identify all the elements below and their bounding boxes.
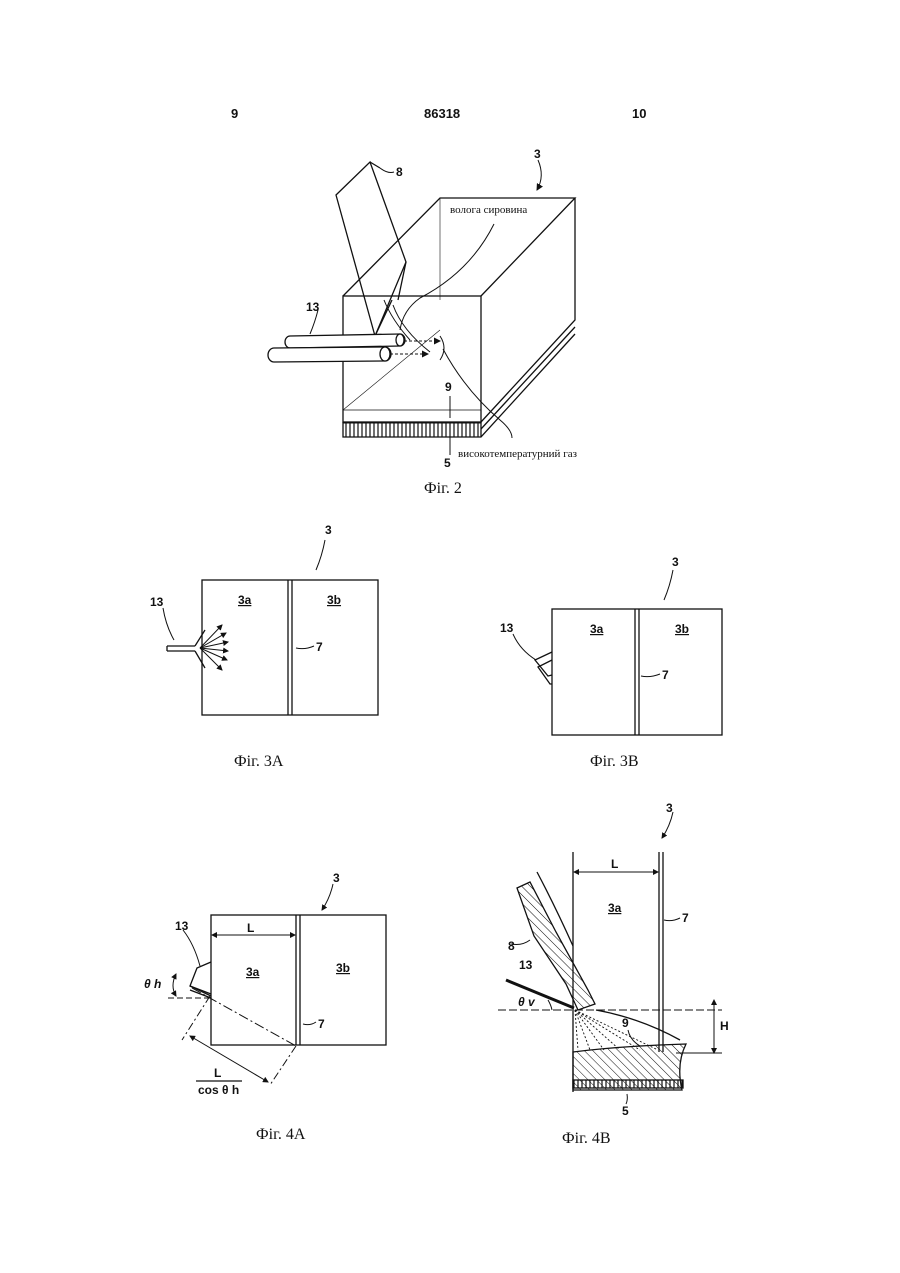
page-number-right: 10 bbox=[632, 106, 646, 121]
furnace-plan bbox=[202, 580, 378, 715]
label-13: 13 bbox=[519, 958, 533, 972]
label-7: 7 bbox=[316, 640, 323, 654]
dim-L: L bbox=[611, 857, 618, 871]
angle-theta-h: θ h bbox=[144, 977, 161, 991]
caption-fig3a: Фіг. 3A bbox=[234, 753, 284, 770]
caption-fig3b: Фіг. 3B bbox=[590, 753, 639, 770]
nozzle-13 bbox=[506, 980, 574, 1008]
label-3a: 3a bbox=[608, 901, 622, 915]
label-9: 9 bbox=[622, 1016, 629, 1030]
page-number-left: 9 bbox=[231, 106, 238, 121]
label-3a: 3a bbox=[238, 593, 252, 607]
label-8: 8 bbox=[508, 939, 515, 953]
label-3: 3 bbox=[672, 555, 679, 569]
figure-4a: 3 13 L 3a 3b 7 θ h L cos θ h Фіг. 4A bbox=[130, 865, 400, 1150]
patent-number: 86318 bbox=[424, 106, 460, 121]
moist-feed-label: волога сировина bbox=[450, 204, 527, 216]
label-13: 13 bbox=[500, 621, 514, 635]
caption-fig4b: Фіг. 4B bbox=[562, 1130, 611, 1147]
hot-gas-label: високотемпературний газ bbox=[458, 448, 577, 460]
fraction-denominator: cos θ h bbox=[198, 1083, 239, 1097]
label-3a: 3a bbox=[590, 622, 604, 636]
label-3b: 3b bbox=[327, 593, 341, 607]
label-7: 7 bbox=[318, 1017, 325, 1031]
label-9: 9 bbox=[445, 380, 452, 394]
label-3b: 3b bbox=[675, 622, 689, 636]
dim-L: L bbox=[247, 921, 254, 935]
label-5: 5 bbox=[622, 1104, 629, 1118]
label-7: 7 bbox=[662, 668, 669, 682]
fraction-numerator: L bbox=[214, 1066, 221, 1080]
grate-5 bbox=[343, 423, 481, 437]
figure-2: 3 8 13 9 5 волога сировина високотемпера… bbox=[260, 140, 660, 510]
nozzle-pipes-13 bbox=[268, 334, 405, 362]
label-8: 8 bbox=[396, 165, 403, 179]
grate-5 bbox=[573, 1080, 683, 1088]
label-13: 13 bbox=[175, 919, 189, 933]
furnace-plan bbox=[552, 609, 722, 735]
furnace-box-3d bbox=[343, 198, 575, 437]
label-5: 5 bbox=[444, 456, 451, 470]
label-3a: 3a bbox=[246, 965, 260, 979]
label-3: 3 bbox=[666, 801, 673, 815]
angle-theta-v: θ v bbox=[518, 995, 536, 1009]
label-3b: 3b bbox=[336, 961, 350, 975]
figure-3a: 3 13 3a 3b 7 Фіг. 3A bbox=[140, 515, 400, 775]
figure-4b: 3 L 3a 7 8 13 θ v 9 H 5 Фіг. 4B bbox=[490, 790, 740, 1160]
caption-fig4a: Фіг. 4A bbox=[256, 1126, 306, 1143]
spray-jets bbox=[575, 1010, 658, 1050]
label-3: 3 bbox=[325, 523, 332, 537]
label-13: 13 bbox=[306, 300, 320, 314]
label-3: 3 bbox=[534, 147, 541, 161]
caption-fig2: Фіг. 2 bbox=[424, 480, 462, 497]
label-13: 13 bbox=[150, 595, 164, 609]
label-3: 3 bbox=[333, 871, 340, 885]
figure-3b: 3 13 3a 3b 7 Фіг. 3B bbox=[490, 550, 740, 775]
dim-H: H bbox=[720, 1019, 729, 1033]
label-7: 7 bbox=[682, 911, 689, 925]
